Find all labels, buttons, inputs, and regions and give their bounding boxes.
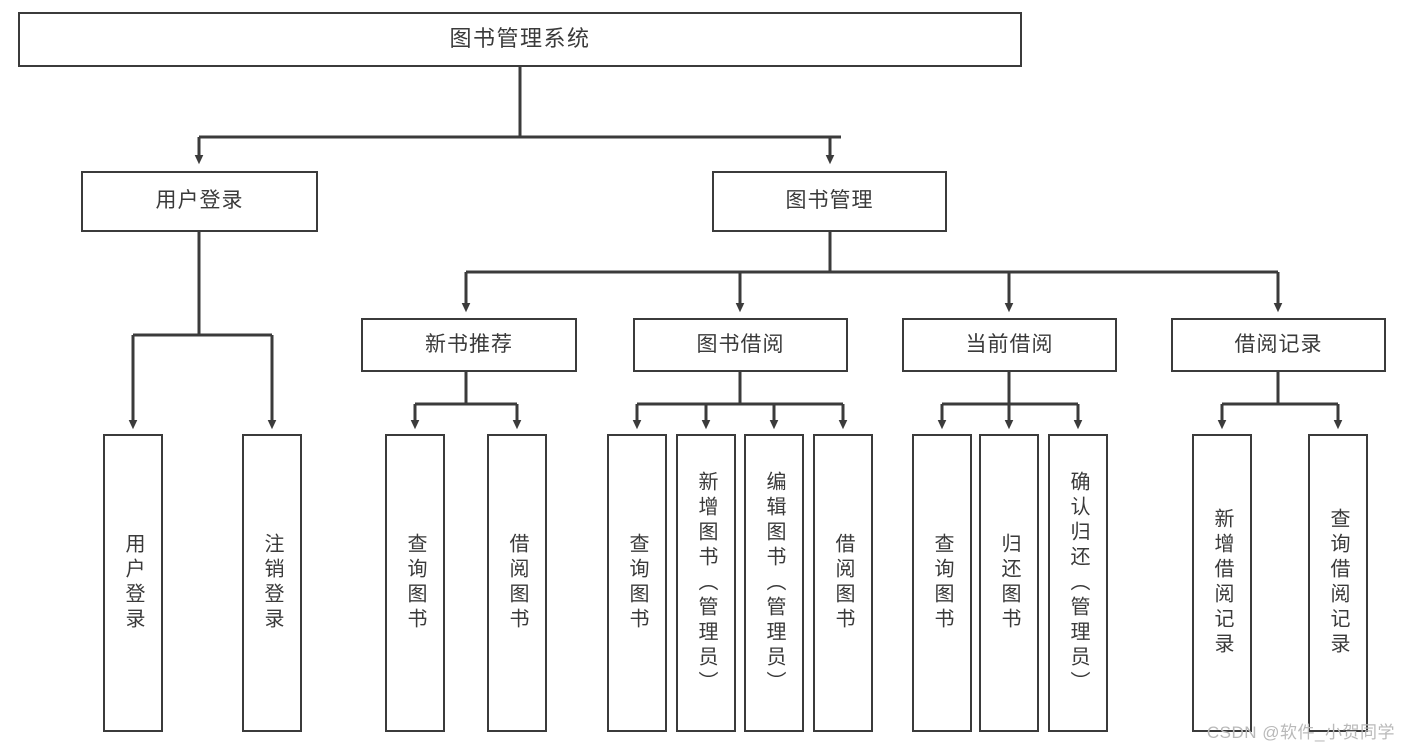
- node-label: 当前借阅: [965, 332, 1054, 356]
- node-label: 注销登录: [261, 533, 283, 633]
- node-book-management[interactable]: 图书管理: [712, 171, 947, 232]
- leaf-current-return-books[interactable]: 归还图书: [979, 434, 1039, 732]
- node-label: 查询借阅记录: [1327, 508, 1349, 658]
- node-label: 归还图书: [998, 533, 1020, 633]
- node-label: 借阅记录: [1234, 332, 1323, 356]
- node-label: 查询图书: [626, 533, 648, 633]
- node-label: 用户登录: [155, 189, 244, 213]
- leaf-newbook-query-books[interactable]: 查询图书: [385, 434, 445, 732]
- node-root-system[interactable]: 图书管理系统: [18, 12, 1022, 67]
- node-label: 图书管理: [785, 189, 874, 213]
- leaf-borrow-query-books[interactable]: 查询图书: [607, 434, 667, 732]
- node-book-borrowing[interactable]: 图书借阅: [633, 318, 848, 372]
- node-label: 查询图书: [931, 533, 953, 633]
- node-label: 新增图书（管理员）: [695, 470, 717, 696]
- leaf-user-logout[interactable]: 注销登录: [242, 434, 302, 732]
- node-label: 借阅图书: [832, 533, 854, 633]
- leaf-current-query-books[interactable]: 查询图书: [912, 434, 972, 732]
- node-new-book-recommendation[interactable]: 新书推荐: [361, 318, 577, 372]
- leaf-borrow-borrow-books[interactable]: 借阅图书: [813, 434, 873, 732]
- node-label: 新书推荐: [425, 332, 513, 356]
- node-label: 用户登录: [122, 533, 144, 633]
- node-label: 图书借阅: [696, 332, 785, 356]
- node-current-borrowing[interactable]: 当前借阅: [902, 318, 1117, 372]
- node-label: 确认归还（管理员）: [1067, 470, 1089, 696]
- leaf-borrow-edit-book-admin[interactable]: 编辑图书（管理员）: [744, 434, 804, 732]
- node-label: 新增借阅记录: [1211, 508, 1233, 658]
- node-borrowing-records[interactable]: 借阅记录: [1171, 318, 1386, 372]
- leaf-records-query-record[interactable]: 查询借阅记录: [1308, 434, 1368, 732]
- node-label: 查询图书: [404, 533, 426, 633]
- leaf-current-confirm-return-admin[interactable]: 确认归还（管理员）: [1048, 434, 1108, 732]
- node-label: 借阅图书: [506, 533, 528, 633]
- node-user-login[interactable]: 用户登录: [81, 171, 318, 232]
- node-label: 图书管理系统: [449, 26, 591, 52]
- node-label: 编辑图书（管理员）: [763, 470, 785, 696]
- leaf-borrow-add-book-admin[interactable]: 新增图书（管理员）: [676, 434, 736, 732]
- watermark: CSDN @软件_小贺同学: [1206, 723, 1395, 742]
- leaf-records-add-record[interactable]: 新增借阅记录: [1192, 434, 1252, 732]
- leaf-newbook-borrow-books[interactable]: 借阅图书: [487, 434, 547, 732]
- leaf-user-login[interactable]: 用户登录: [103, 434, 163, 732]
